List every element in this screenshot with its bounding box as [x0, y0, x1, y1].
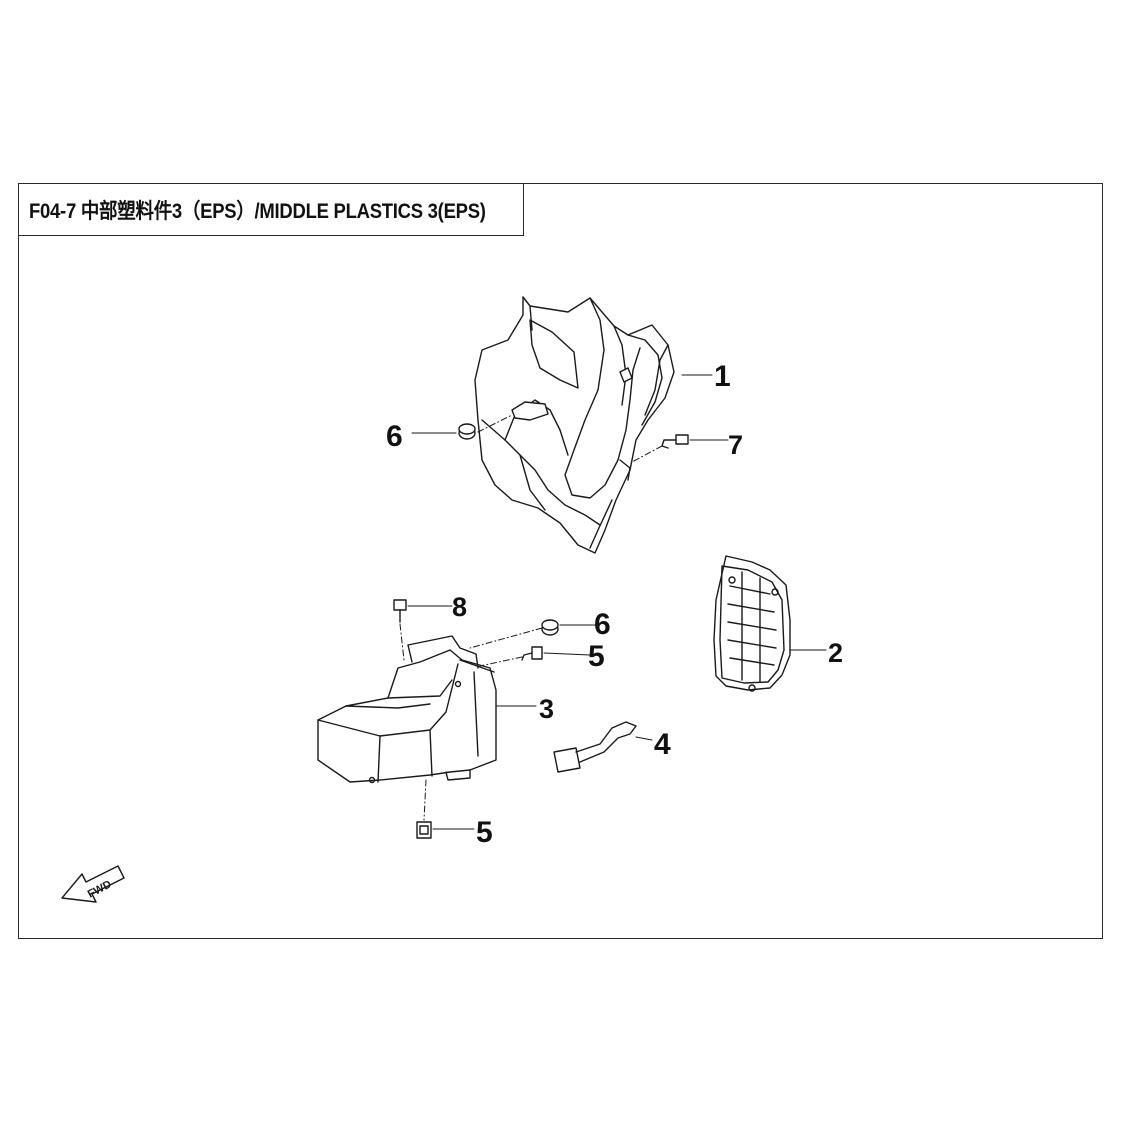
diagram-title: F04-7 中部塑料件3（EPS）/MIDDLE PLASTICS 3(EPS) — [29, 199, 486, 223]
fwd-arrow-icon: FWD — [61, 865, 125, 903]
diagram-frame — [18, 183, 1103, 939]
part-1-upper-panel[interactable] — [474, 296, 675, 554]
callout-6-lower: 6 — [594, 608, 611, 641]
callout-1: 1 — [714, 360, 731, 393]
part-6-grommet-lower[interactable] — [541, 619, 559, 636]
callout-6-upper: 6 — [386, 420, 403, 453]
callout-3: 3 — [539, 694, 554, 724]
part-5-clip-nut[interactable] — [416, 821, 432, 839]
part-6-grommet-upper[interactable] — [458, 423, 476, 440]
callout-7: 7 — [728, 430, 743, 460]
part-3-duct-cover[interactable] — [317, 635, 497, 784]
callout-2: 2 — [828, 638, 843, 668]
part-2-vent-grille[interactable] — [713, 555, 791, 692]
callout-4: 4 — [654, 728, 671, 761]
callout-8: 8 — [452, 592, 467, 622]
part-4-hook-clip[interactable] — [553, 721, 637, 773]
part-7-screw[interactable] — [661, 434, 689, 449]
part-8-bolt[interactable] — [393, 599, 407, 623]
callout-5-clip: 5 — [476, 816, 493, 849]
title-box: F04-7 中部塑料件3（EPS）/MIDDLE PLASTICS 3(EPS) — [18, 183, 524, 236]
callout-5-bolt: 5 — [588, 640, 605, 673]
part-5-bolt[interactable] — [521, 646, 543, 661]
leader-lines — [399, 374, 827, 830]
callout-numbers: 1 2 3 4 5 5 6 6 7 8 — [386, 360, 843, 849]
